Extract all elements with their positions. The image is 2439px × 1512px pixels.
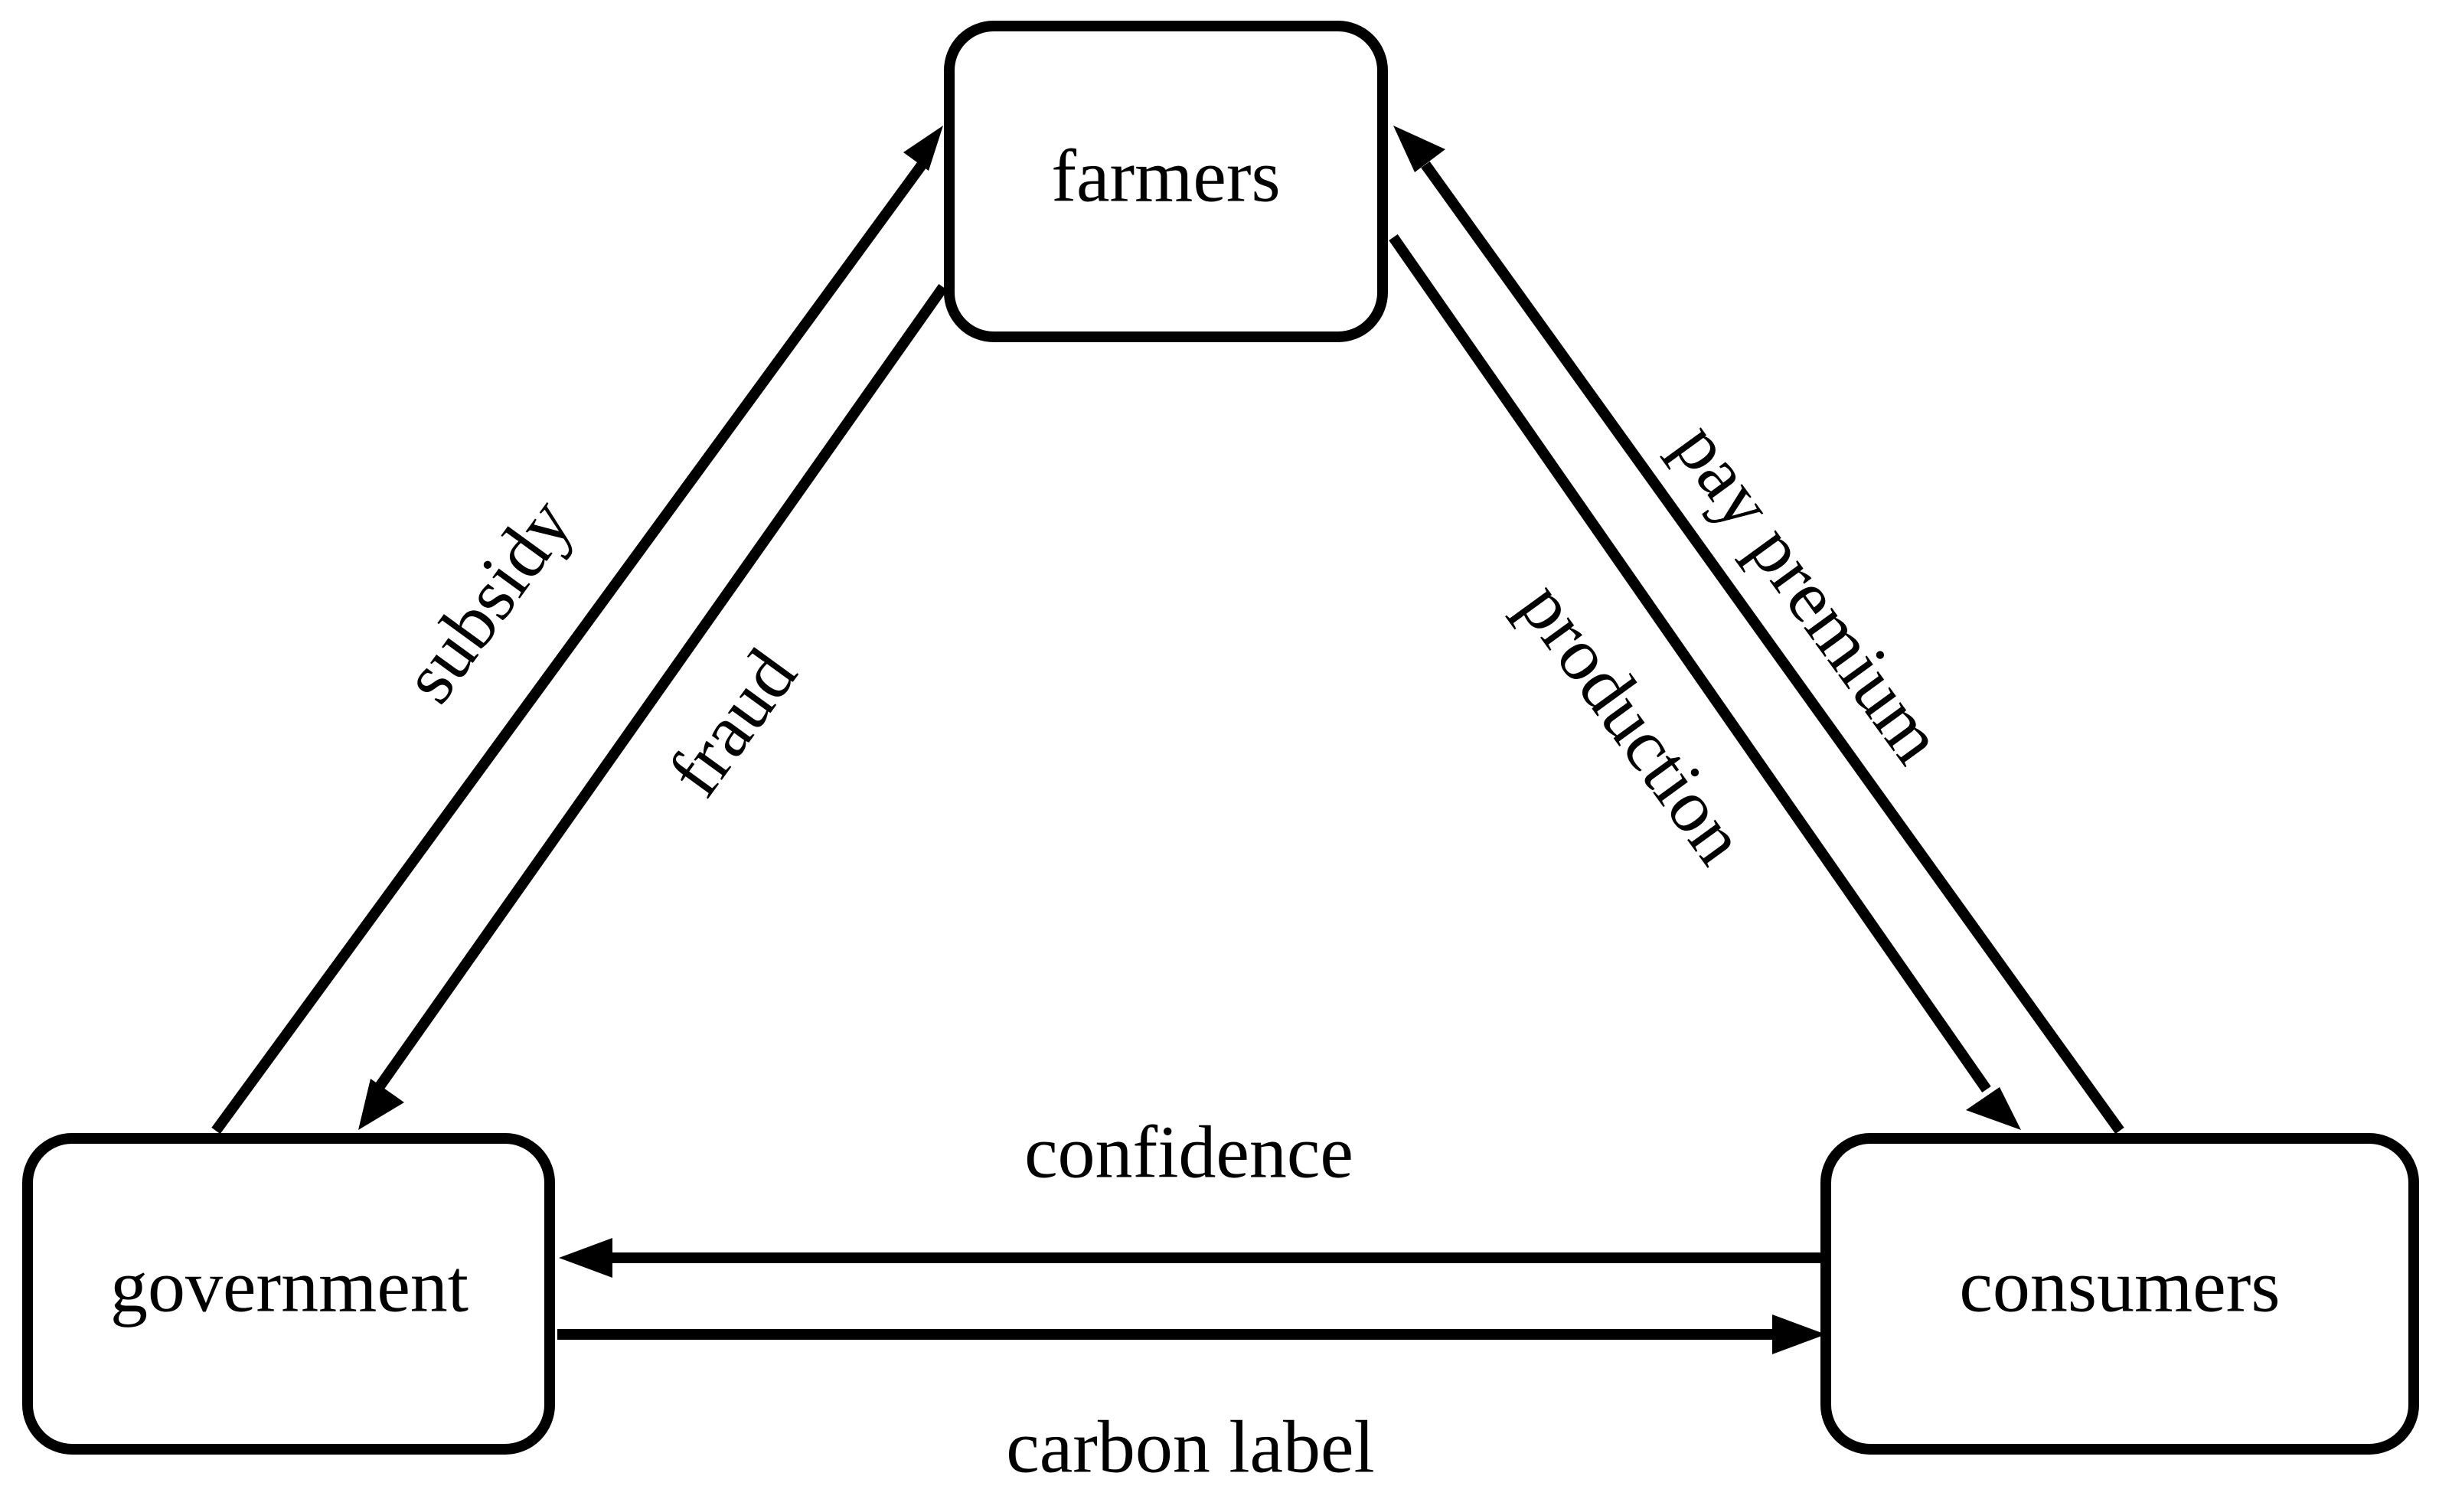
edge-production: production xyxy=(1389,233,2021,1130)
edge-carbon-label-label: carbon label xyxy=(1006,1406,1375,1488)
edge-production-arrowhead xyxy=(1966,1087,2021,1130)
edge-fraud-arrowhead xyxy=(358,1079,404,1130)
edge-production-line xyxy=(1389,233,1991,1093)
node-government-box xyxy=(22,1133,555,1455)
node-government: government xyxy=(22,1133,555,1455)
edge-fraud-line xyxy=(375,283,948,1090)
edge-confidence-label: confidence xyxy=(1024,1111,1353,1194)
edge-confidence-arrowhead xyxy=(559,1238,612,1278)
node-farmers-label: farmers xyxy=(1051,135,1280,217)
node-consumers: consumers xyxy=(1820,1133,2419,1455)
edge-subsidy-line xyxy=(211,154,932,1135)
edge-carbon-label: carbon label xyxy=(557,1314,1826,1488)
node-farmers: farmers xyxy=(944,21,1388,342)
edge-pay-premium-arrowhead xyxy=(1393,126,1445,172)
node-government-label: government xyxy=(110,1245,469,1327)
node-consumers-label: consumers xyxy=(1959,1245,2280,1327)
edge-pay-premium: pay premium xyxy=(1393,126,2124,1135)
node-consumers-box xyxy=(1820,1133,2419,1455)
edge-production-label: production xyxy=(1504,567,1762,879)
edge-subsidy-arrowhead xyxy=(903,126,943,171)
edge-subsidy: subsidy xyxy=(211,126,943,1135)
edge-pay-premium-line xyxy=(1421,161,2124,1135)
edge-pay-premium-label: pay premium xyxy=(1658,407,1959,778)
edge-confidence: confidence xyxy=(559,1111,1826,1278)
node-farmers-box xyxy=(944,21,1388,342)
edge-subsidy-label: subsidy xyxy=(387,484,589,718)
edge-carbon-label-arrowhead xyxy=(1772,1314,1826,1354)
